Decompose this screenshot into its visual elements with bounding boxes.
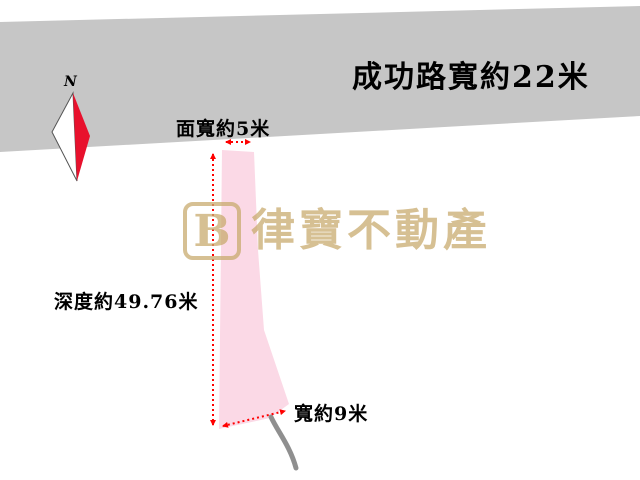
watermark-logo-icon: B xyxy=(183,202,241,260)
road-band xyxy=(0,6,640,152)
depth-label: 深度約49.76米 xyxy=(54,291,199,313)
bottom-width-label: 寬約9米 xyxy=(294,403,369,425)
land-parcel xyxy=(219,150,289,429)
road-width-label: 成功路寬約22米 xyxy=(352,60,590,95)
compass-north-label: N xyxy=(64,74,77,90)
watermark: B 律寶不動產 xyxy=(183,202,491,260)
frontage-width-label: 面寬約5米 xyxy=(176,118,271,140)
compass-icon xyxy=(51,91,90,182)
compass-needle-red xyxy=(73,93,90,181)
width-measure-line xyxy=(222,409,286,428)
watermark-text: 律寶不動產 xyxy=(251,205,491,256)
parcel-tail-path xyxy=(268,414,299,471)
